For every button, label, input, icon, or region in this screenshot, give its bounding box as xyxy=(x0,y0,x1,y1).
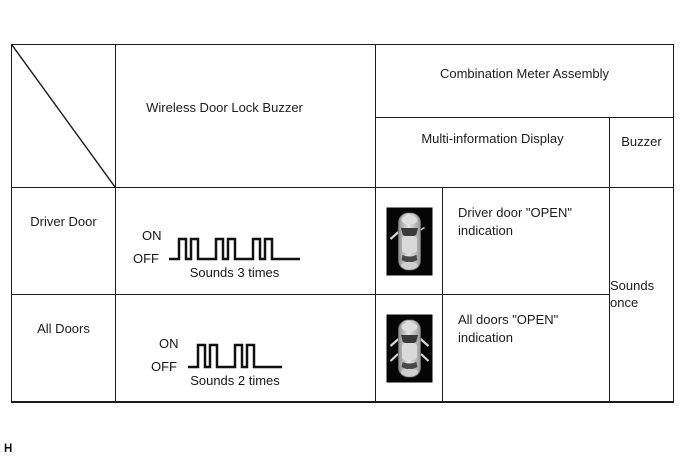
row-label-text: All Doors xyxy=(37,321,90,336)
buzzer-header: Buzzer xyxy=(610,118,673,188)
multi-information-display-header: Multi-information Display xyxy=(376,118,610,188)
row-label-all-doors: All Doors xyxy=(12,295,116,401)
buzzer-sounds-once-cell: Sounds once xyxy=(610,188,673,401)
waveform-caption: Sounds 3 times xyxy=(189,265,280,280)
buzzer-pulse-waveform xyxy=(169,237,300,261)
indication-text: Driver door "OPEN" indication xyxy=(458,205,572,238)
multi-info-display-cell xyxy=(376,188,443,295)
waveform-on-label: ON xyxy=(142,228,162,243)
header-label: Buzzer xyxy=(621,134,662,149)
indication-driver-door: Driver door "OPEN" indication xyxy=(443,188,610,295)
indication-all-doors: All doors "OPEN" indication xyxy=(443,295,610,401)
car-driver-door-open-icon xyxy=(386,207,432,275)
diagonal-divider xyxy=(12,45,115,187)
waveform-off-label: OFF xyxy=(133,251,159,266)
indication-text: All doors "OPEN" indication xyxy=(458,312,559,345)
corner-header-cell xyxy=(12,45,116,188)
waveform-all-doors: ON OFF Sounds 2 times xyxy=(116,295,376,401)
buzzer-pulse-waveform xyxy=(188,343,282,369)
wireless-door-lock-buzzer-header: Wireless Door Lock Buzzer xyxy=(116,45,376,188)
waveform-driver-door: ON OFF Sounds 3 times xyxy=(116,188,376,295)
buzzer-result-text: Sounds once xyxy=(610,277,655,310)
row-label-text: Driver Door xyxy=(30,214,97,229)
waveform-caption: Sounds 2 times xyxy=(190,373,280,388)
car-all-doors-open-icon xyxy=(386,314,432,382)
page-mark: H xyxy=(4,443,13,455)
row-label-driver-door: Driver Door xyxy=(12,188,116,295)
header-label: Combination Meter Assembly xyxy=(439,65,610,81)
header-label: Wireless Door Lock Buzzer xyxy=(146,99,303,115)
multi-info-display-cell xyxy=(376,295,443,401)
header-label: Multi-information Display xyxy=(421,131,564,146)
door-buzzer-table: Wireless Door Lock Buzzer Combination Me… xyxy=(11,44,674,403)
combination-meter-assembly-header: Combination Meter Assembly xyxy=(376,45,673,118)
waveform-on-label: ON xyxy=(159,336,179,351)
waveform-off-label: OFF xyxy=(151,359,177,374)
